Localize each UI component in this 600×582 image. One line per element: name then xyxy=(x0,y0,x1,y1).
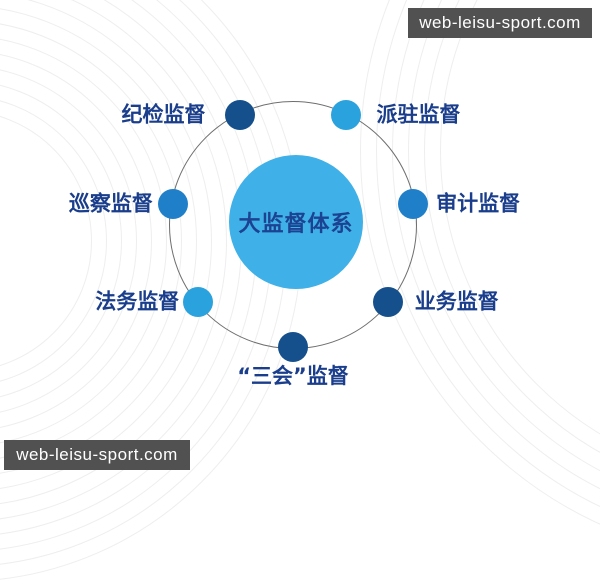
ring-node-jijian xyxy=(224,100,255,131)
decorative-arc xyxy=(0,20,182,462)
ring-node-xuncha xyxy=(157,188,188,219)
ring-node-sanhui xyxy=(278,332,308,362)
decorative-arc xyxy=(0,35,167,447)
decorative-arc xyxy=(392,0,600,530)
decorative-arc xyxy=(0,95,107,387)
decorative-arc xyxy=(0,110,92,372)
center-title: 大监督体系 xyxy=(238,212,354,237)
ring-node-shenji xyxy=(398,188,429,219)
decorative-arc xyxy=(0,80,122,402)
decorative-arc xyxy=(424,0,600,498)
decorative-arc xyxy=(0,65,137,417)
ring-node-paizhu xyxy=(331,100,362,131)
center-circle: 大监督体系 xyxy=(229,155,363,289)
node-label-shenji: 审计监督 xyxy=(436,191,521,216)
node-label-paizhu: 派驻监督 xyxy=(376,102,461,127)
node-label-jijian: 纪检监督 xyxy=(121,102,206,127)
ring-node-fawu xyxy=(183,286,214,317)
decorative-arc xyxy=(0,5,197,477)
node-label-fawu: 法务监督 xyxy=(95,289,180,314)
decorative-arc xyxy=(440,0,600,482)
watermark-bottom-left: web-leisu-sport.com xyxy=(4,440,190,470)
decorative-arc xyxy=(376,0,600,546)
ring-node-yewu xyxy=(372,286,403,317)
node-label-sanhui: “三会”监督 xyxy=(237,364,349,388)
decorative-arc xyxy=(408,0,600,514)
watermark-top-right: web-leisu-sport.com xyxy=(408,8,592,38)
node-label-yewu: 业务监督 xyxy=(414,289,499,314)
node-label-xuncha: 巡察监督 xyxy=(68,191,153,216)
